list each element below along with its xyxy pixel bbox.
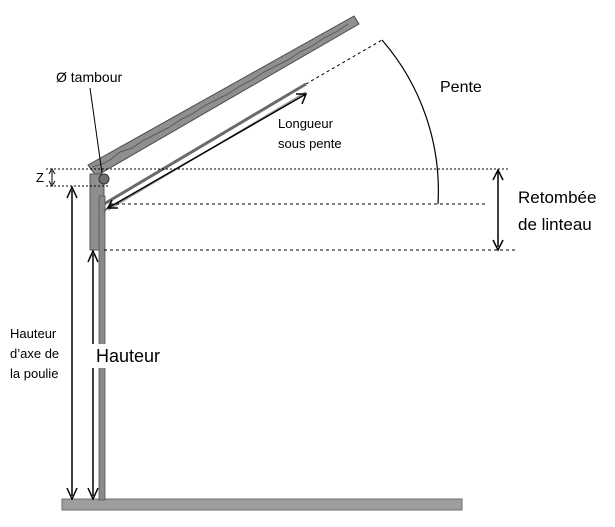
- lintel-label-2: de linteau: [518, 215, 592, 234]
- lintel-dimension-arrow: [492, 168, 504, 252]
- height-label: Hauteur: [96, 346, 160, 366]
- pulley-axis-label-1: Hauteur: [10, 326, 57, 341]
- pulley-axis-label-3: la poulie: [10, 366, 58, 381]
- length-under-slope-arrow: [106, 93, 308, 209]
- length-under-slope-label-1: Longueur: [278, 116, 334, 131]
- slope-arc: [381, 39, 439, 205]
- height-label-backing: [92, 344, 166, 368]
- pulley-axis-label-2: d’axe de: [10, 346, 59, 361]
- roof-panel: [87, 15, 360, 177]
- z-dimension-arrow: [48, 168, 56, 187]
- floor-slab: [61, 498, 463, 511]
- drum-leader-line: [89, 87, 103, 174]
- lintel-label-1: Retombée: [518, 188, 596, 207]
- drum-icon: [98, 173, 110, 185]
- length-under-slope-label-2: sous pente: [278, 136, 342, 151]
- rail-extension-dashed: [305, 39, 383, 85]
- height-arrow: [87, 249, 99, 501]
- z-label: Z: [36, 170, 44, 185]
- pulley-axis-height-arrow: [66, 185, 78, 501]
- slope-label: Pente: [440, 79, 482, 96]
- drum-label: Ø tambour: [56, 69, 122, 85]
